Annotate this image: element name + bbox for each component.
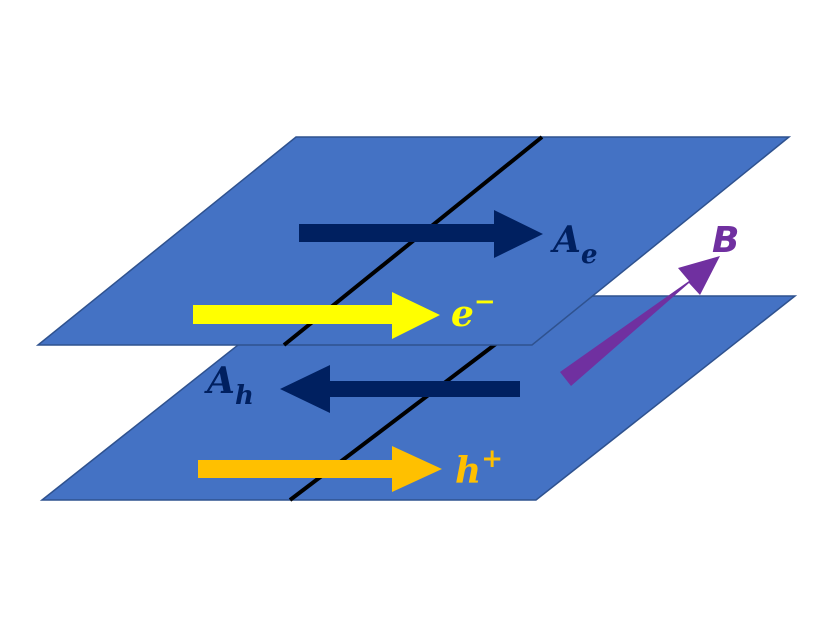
label-h-plus-sup: +: [481, 444, 503, 474]
arrow-b-field: [560, 256, 720, 386]
arrow-e-minus: [193, 292, 440, 339]
label-e-minus-base: e: [451, 293, 474, 335]
label-b-base: B: [712, 220, 739, 261]
label-h-plus: h+: [455, 444, 503, 492]
label-a-e: Ae: [550, 219, 597, 270]
label-h-plus-base: h: [455, 450, 481, 492]
label-a-e-sub: e: [581, 240, 598, 270]
label-a-h-sub: h: [235, 381, 254, 411]
arrow-h-plus: [198, 446, 442, 492]
arrow-a-e: [299, 210, 543, 258]
label-e-minus-sup: −: [474, 287, 496, 317]
label-a-h-base: A: [204, 360, 235, 402]
arrow-a-h: [280, 365, 520, 413]
label-b: B: [712, 220, 739, 261]
label-a-e-base: A: [550, 219, 581, 261]
label-e-minus: e−: [451, 287, 496, 335]
label-a-h: Ah: [204, 360, 254, 411]
